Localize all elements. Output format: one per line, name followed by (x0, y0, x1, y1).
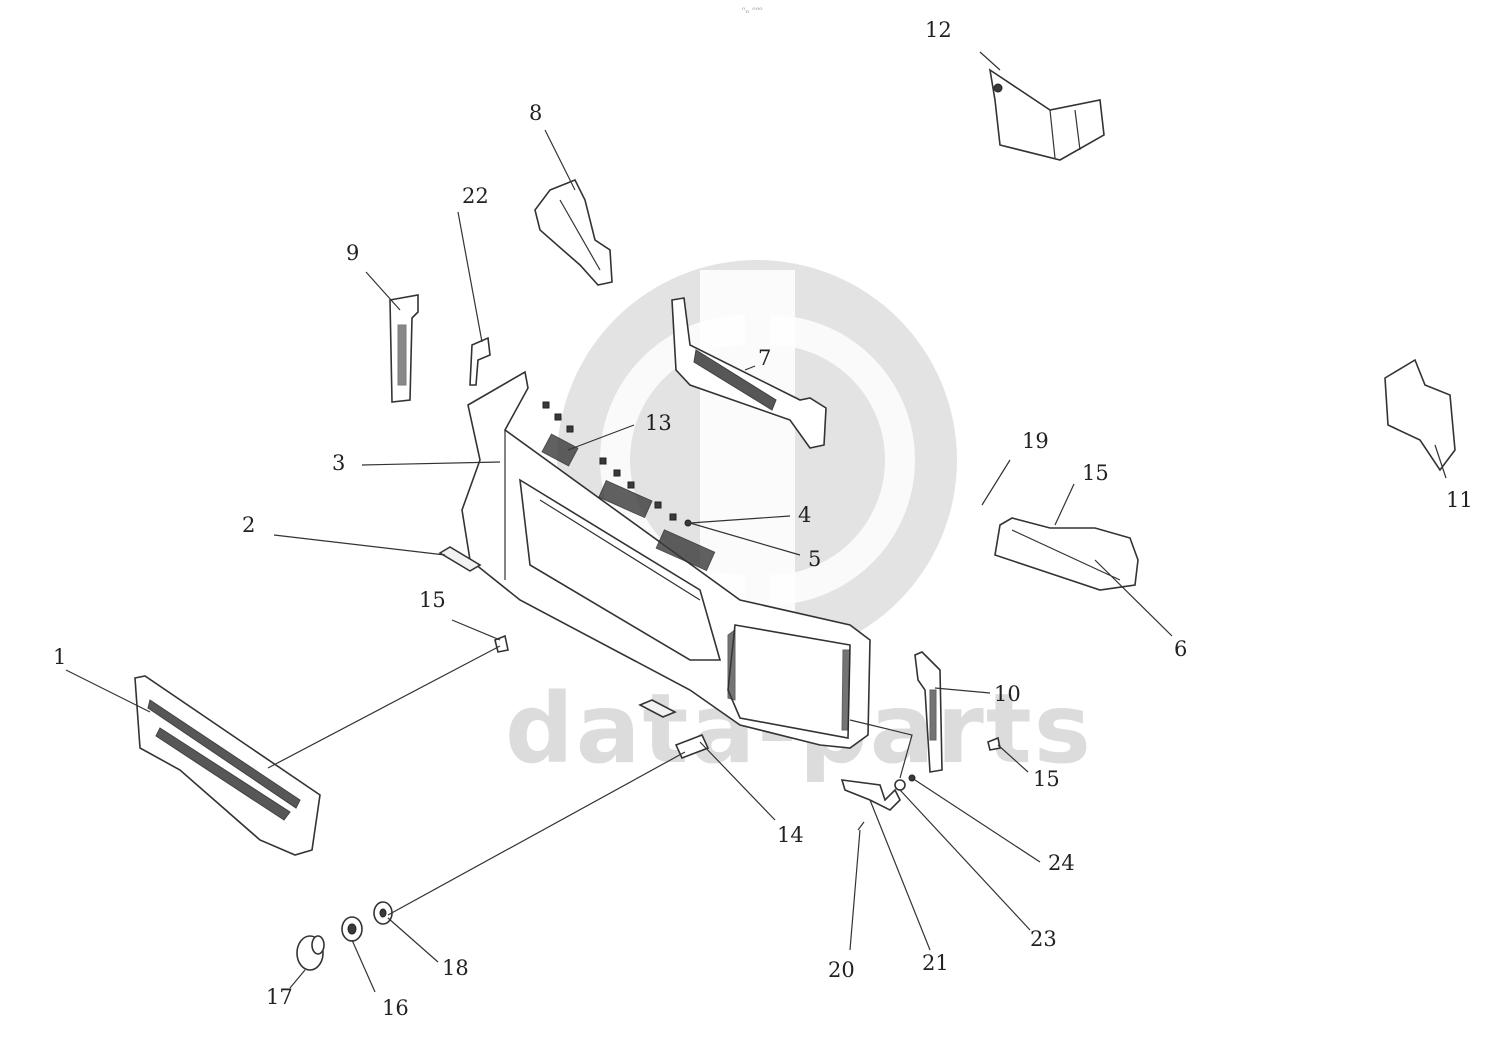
part-6-side-panel (994, 517, 1139, 591)
callout-labels: 1 2 3 4 5 6 7 8 9 10 11 12 13 14 15 15 1… (53, 18, 1473, 1020)
leader-lines (65, 51, 1447, 993)
callout-7: 7 (758, 346, 771, 370)
callout-8: 8 (529, 101, 542, 125)
callout-21: 21 (922, 951, 949, 975)
part-24-screw (908, 774, 916, 782)
part-3-bumper (461, 370, 871, 749)
part-20-screw (857, 821, 865, 831)
callout-5: 5 (808, 547, 821, 571)
part-15-clip-right (987, 736, 1001, 751)
part-12-bracket (988, 68, 1105, 161)
part-9-bracket (389, 294, 419, 403)
callout-6: 6 (1174, 637, 1187, 661)
callout-20: 20 (828, 958, 855, 982)
callout-1: 1 (53, 645, 66, 669)
callout-18: 18 (442, 956, 469, 980)
part-21-bracket (840, 779, 901, 811)
part-11-bracket (1384, 358, 1456, 472)
callout-14: 14 (777, 823, 804, 847)
callout-4: 4 (798, 503, 811, 527)
part-8-bracket (534, 178, 613, 286)
top-mark: ᵒₙ ᵒᵒᵒ (742, 6, 763, 16)
part-17-cap (296, 935, 325, 971)
part-22-clip (469, 336, 491, 386)
part-7-grille-strip (671, 297, 827, 449)
fastener-dots (542, 401, 692, 527)
part-23-washer (894, 779, 906, 791)
part-18-washer (373, 901, 393, 925)
callout-22: 22 (462, 184, 489, 208)
part-10-bracket (914, 651, 943, 773)
callout-15-top: 15 (1082, 461, 1109, 485)
callout-10: 10 (994, 682, 1021, 706)
part-2-bracket (438, 546, 482, 572)
callout-16: 16 (382, 996, 409, 1020)
callout-15-right: 15 (1033, 767, 1060, 791)
callout-17: 17 (266, 985, 293, 1009)
callout-24: 24 (1048, 851, 1075, 875)
part-16-nut (341, 916, 363, 942)
lower-bracket (638, 699, 677, 718)
callout-23: 23 (1030, 927, 1057, 951)
callout-3: 3 (332, 451, 345, 475)
callout-19: 19 (1022, 429, 1049, 453)
part-1-grille (134, 675, 321, 856)
callout-11: 11 (1446, 488, 1473, 512)
callout-13: 13 (645, 411, 672, 435)
callout-2: 2 (242, 513, 255, 537)
callout-12: 12 (925, 18, 952, 42)
callout-15-left: 15 (419, 588, 446, 612)
callout-9: 9 (346, 241, 359, 265)
